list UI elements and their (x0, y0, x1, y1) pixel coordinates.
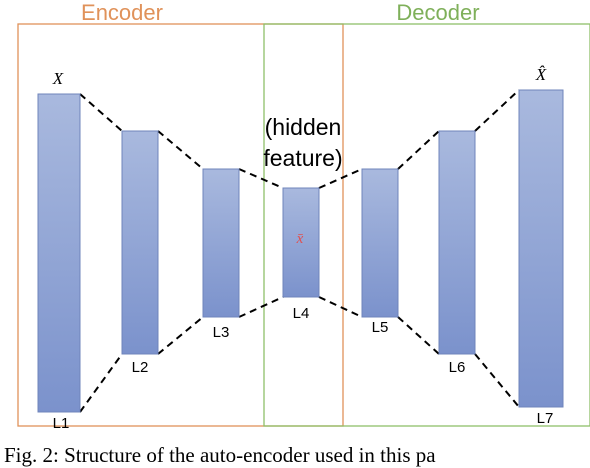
layer-bar-l3 (202, 168, 240, 318)
connector-l2-l3-bottom (157, 316, 204, 355)
layer-label-l6: L6 (449, 359, 466, 376)
decoder-title: Decoder (396, 0, 479, 25)
hidden-feature-label-line1: (hidden (265, 114, 342, 140)
connector-l3-l4-bottom (238, 296, 284, 318)
input-symbol: X (52, 69, 64, 88)
layer-label-l5: L5 (372, 319, 389, 336)
connector-l4-l5-top (318, 168, 363, 189)
connector-l1-l2-top (79, 93, 123, 132)
decoder-box (263, 23, 590, 427)
connector-l5-l6-top (397, 130, 440, 170)
connector-l6-l7-top (474, 89, 520, 132)
hidden-symbol: x̄ (296, 231, 304, 247)
connector-l4-l5-bottom (318, 296, 363, 318)
connector-l1-l2-bottom (79, 353, 123, 413)
layer-bar-l1 (37, 93, 81, 413)
layer-label-l4: L4 (293, 305, 310, 322)
layer-bar-l2 (121, 130, 159, 355)
layer-label-l2: L2 (132, 359, 149, 376)
connector-l6-l7-bottom (474, 353, 520, 408)
figure-caption: Fig. 2: Structure of the auto-encoder us… (4, 443, 436, 467)
hidden-feature-label-line2: feature) (263, 145, 342, 171)
layer-label-l3: L3 (213, 324, 230, 341)
layer-bar-l6 (438, 130, 476, 355)
encoder-box (17, 23, 344, 427)
connector-l3-l4-top (238, 168, 284, 189)
layer-bar-l4 (282, 187, 320, 298)
output-symbol: X̂ (535, 65, 547, 84)
connector-l5-l6-bottom (397, 316, 440, 355)
connection-lines (79, 89, 520, 413)
encoder-title: Encoder (81, 0, 163, 25)
layer-bar-l5 (361, 168, 399, 318)
layer-bar-l7 (518, 89, 564, 408)
connector-l2-l3-top (157, 130, 204, 170)
layer-bars (37, 89, 564, 413)
layer-label-l7: L7 (537, 410, 554, 427)
layer-label-l1: L1 (53, 415, 70, 432)
